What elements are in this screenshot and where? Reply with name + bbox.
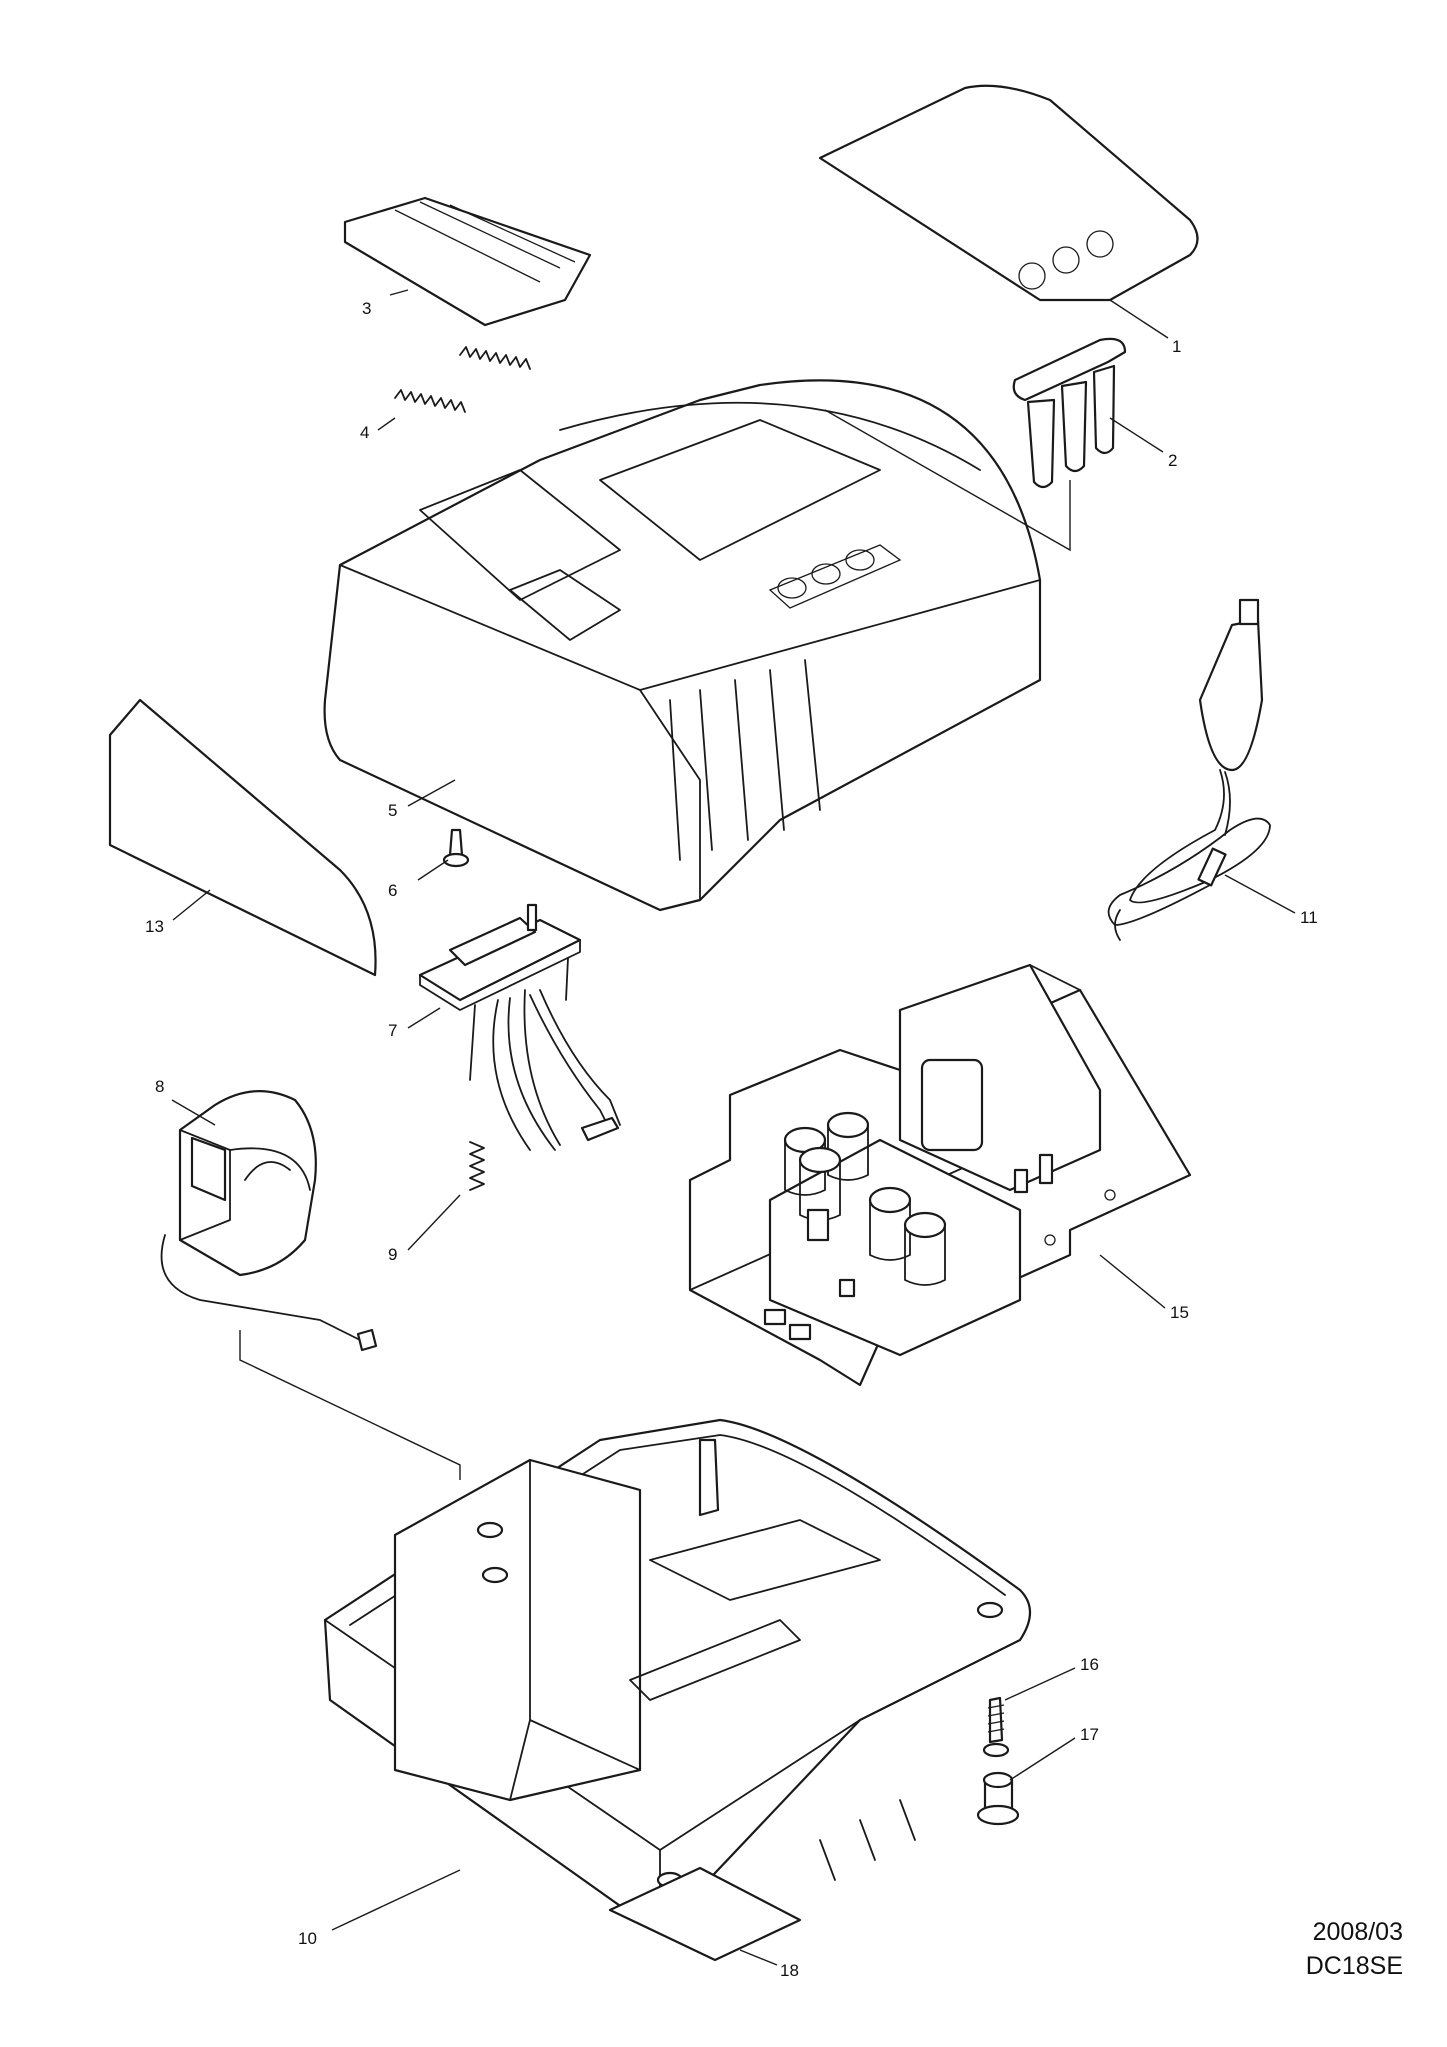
- label-17: 17: [1080, 1725, 1099, 1744]
- part-15-pcb: [688, 963, 1192, 1387]
- diagram-date: 2008/03: [1312, 1918, 1403, 1946]
- label-16: 16: [1080, 1655, 1099, 1674]
- label-10: 10: [298, 1929, 317, 1948]
- part-16-screw: [982, 1696, 1010, 1758]
- label-1: 1: [1172, 337, 1181, 356]
- leader-lines: [171, 289, 1296, 1966]
- label-6: 6: [388, 881, 397, 900]
- part-11-power-cord: [1107, 598, 1271, 941]
- label-7: 7: [388, 1021, 397, 1040]
- label-13: 13: [145, 917, 164, 936]
- label-2: 2: [1168, 451, 1177, 470]
- part-6-screw: [442, 828, 470, 868]
- label-11: 11: [1300, 908, 1318, 927]
- part-18-label: [608, 1866, 802, 1962]
- part-10-lower-housing: [323, 1418, 1032, 1922]
- label-3: 3: [362, 299, 371, 318]
- model-number: DC18SE: [1305, 1952, 1403, 1980]
- part-2-led-lens: [1012, 337, 1127, 489]
- label-18: 18: [780, 1961, 799, 1980]
- part-9-spring: [469, 1141, 485, 1191]
- part-7-terminal-block: [418, 903, 621, 1151]
- label-15: 15: [1170, 1303, 1189, 1322]
- part-5-upper-housing: [323, 379, 1042, 912]
- part-13-side-label: [108, 698, 377, 977]
- part-1-label-plate: [818, 84, 1199, 302]
- part-8-fan: [160, 1090, 378, 1352]
- part-4-springs: [394, 346, 531, 413]
- part-number-labels: 1 2 3 4 5 6 7 8 9 10 11 13 15 16 17 18: [145, 299, 1318, 1980]
- part-17-foot: [976, 1771, 1020, 1826]
- label-9: 9: [388, 1245, 397, 1264]
- label-5: 5: [388, 801, 397, 820]
- part-3-cover: [343, 196, 592, 327]
- label-8: 8: [155, 1077, 164, 1096]
- label-4: 4: [360, 423, 369, 442]
